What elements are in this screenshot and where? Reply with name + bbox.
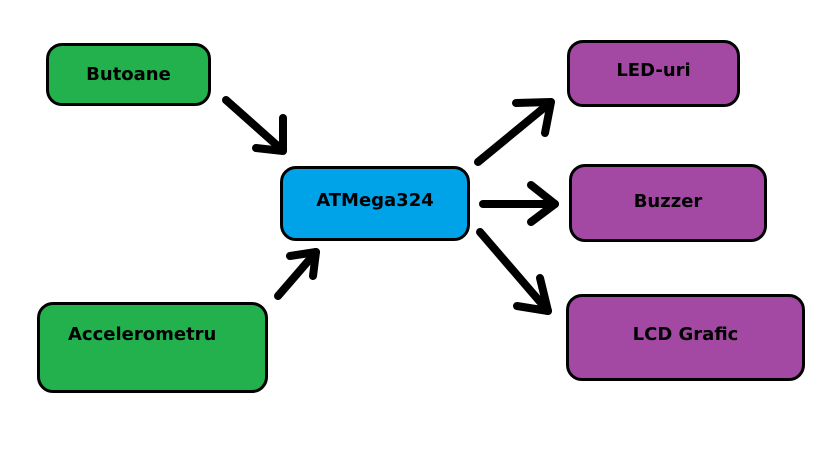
- node-accelerometru-label: Accelerometru: [68, 324, 217, 345]
- arrow-atmega-to-lcd: [476, 228, 552, 315]
- node-lcd-grafic-label: LCD Grafic: [632, 324, 739, 345]
- node-buzzer-label: Buzzer: [633, 190, 703, 212]
- node-lcd-grafic: LCD Grafic: [566, 294, 805, 381]
- node-atmega324-label: ATMega324: [316, 190, 434, 211]
- node-butoane: Butoane: [46, 43, 211, 106]
- node-accelerometru: Accelerometru: [37, 302, 268, 393]
- node-buzzer: Buzzer: [569, 164, 767, 242]
- arrow-butoane-to-atmega: [222, 96, 287, 155]
- node-leduri-label: LED-uri: [616, 60, 691, 81]
- node-butoane-label: Butoane: [86, 64, 171, 85]
- arrow-accelerometru-to-atmega: [274, 248, 320, 300]
- arrow-atmega-to-leduri: [474, 98, 555, 166]
- arrow-atmega-to-buzzer: [479, 181, 559, 226]
- node-leduri: LED-uri: [567, 40, 740, 107]
- node-atmega324: ATMega324: [280, 166, 470, 241]
